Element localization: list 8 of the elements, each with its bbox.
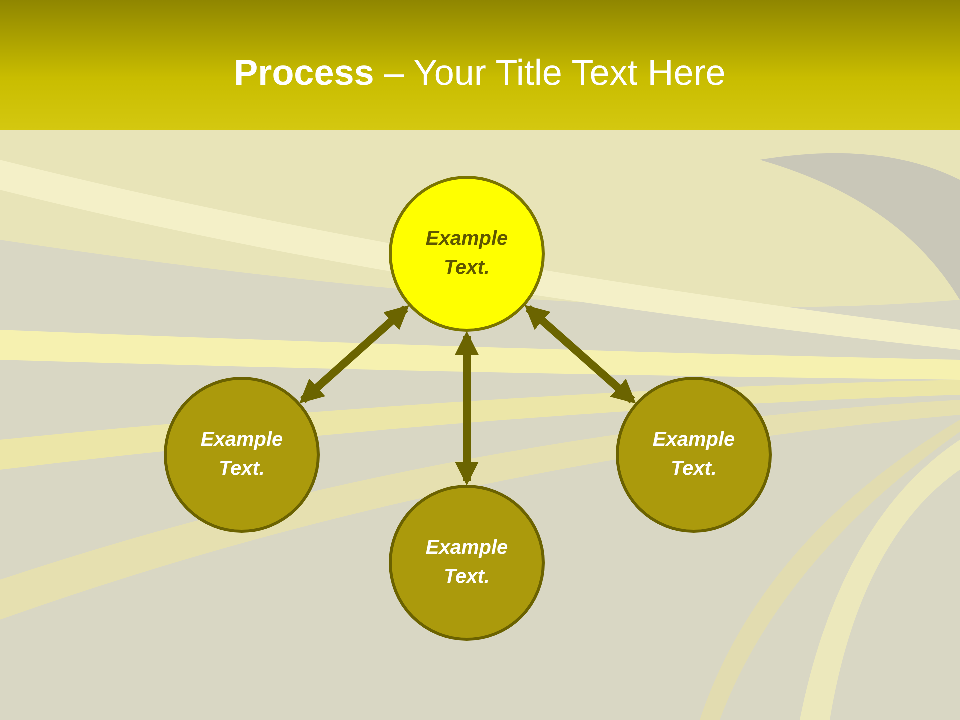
title: Process – Your Title Text Here <box>233 52 727 94</box>
double-arrow <box>455 331 479 486</box>
node-text: Example Text. <box>424 227 510 281</box>
double-arrow <box>300 305 410 404</box>
node-text: Example Text. <box>652 428 736 482</box>
node-text: Example Text. <box>424 536 510 590</box>
node-text: Example Text. <box>200 428 284 482</box>
double-arrow <box>524 305 636 404</box>
